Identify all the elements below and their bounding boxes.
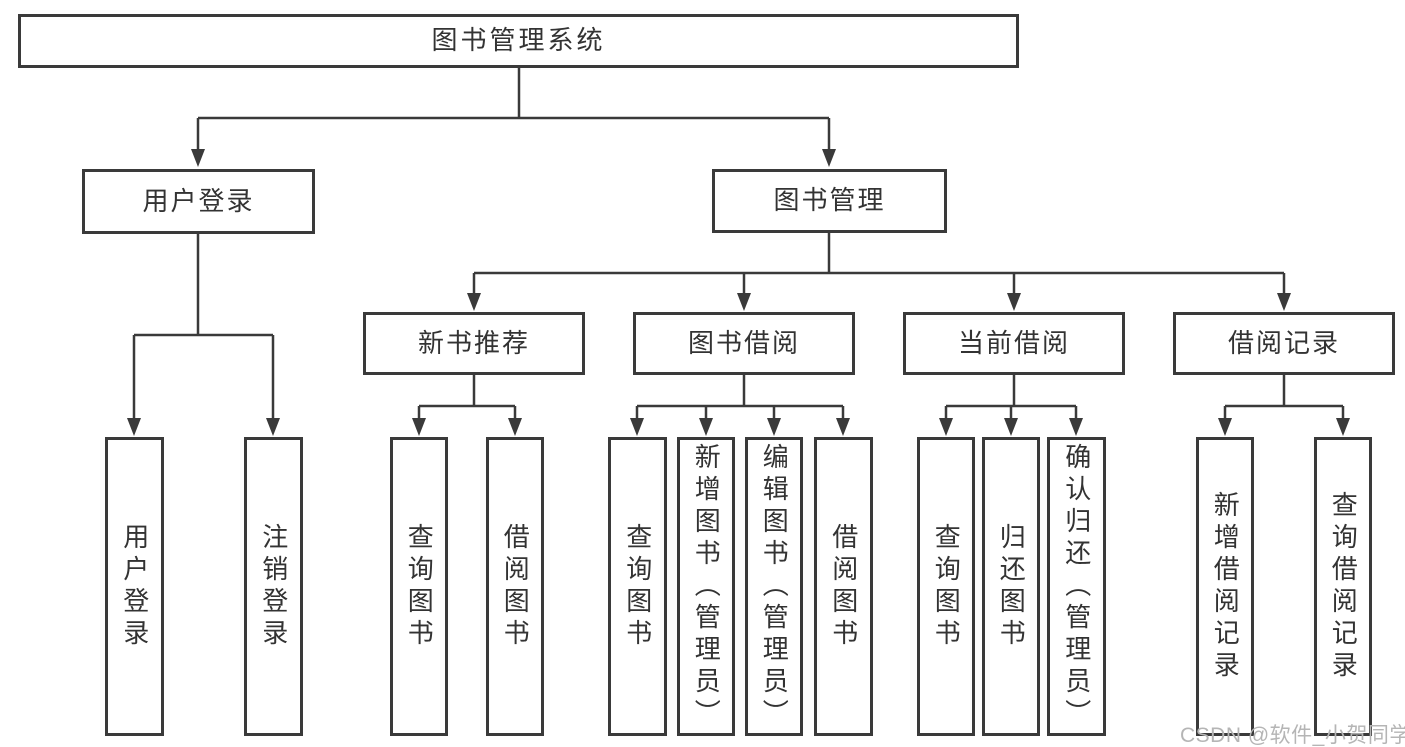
node-leaf-add-book-admin-label: 新增图书（管理员） — [691, 442, 722, 731]
node-book-management-label: 图书管理 — [773, 185, 886, 216]
node-leaf-confirm-return-admin: 确认归还（管理员） — [1047, 437, 1106, 736]
node-book-management: 图书管理 — [712, 169, 947, 233]
node-library-system-label: 图书管理系统 — [431, 25, 606, 56]
node-leaf-return-books: 归还图书 — [982, 437, 1040, 736]
watermark-text: CSDN @软件_小贺同学 — [1180, 724, 1405, 747]
node-leaf-add-borrow-record: 新增借阅记录 — [1196, 437, 1254, 736]
node-leaf-query-borrow-record: 查询借阅记录 — [1314, 437, 1372, 736]
node-leaf-query-books-current-label: 查询图书 — [931, 522, 962, 651]
node-current-borrowing-label: 当前借阅 — [957, 327, 1070, 358]
node-leaf-user-login: 用户登录 — [105, 437, 164, 736]
node-leaf-return-books-label: 归还图书 — [996, 522, 1027, 651]
node-leaf-query-books-recommend-label: 查询图书 — [404, 522, 435, 651]
node-leaf-borrow-books-recommend: 借阅图书 — [486, 437, 544, 736]
node-leaf-query-borrow-record-label: 查询借阅记录 — [1328, 490, 1359, 683]
node-book-borrowing-label: 图书借阅 — [687, 327, 800, 358]
node-leaf-query-books-current: 查询图书 — [917, 437, 975, 736]
node-leaf-add-book-admin: 新增图书（管理员） — [677, 437, 735, 736]
node-borrowing-records-label: 借阅记录 — [1227, 327, 1340, 358]
node-new-book-recommendation-label: 新书推荐 — [417, 327, 530, 358]
node-leaf-query-books-borrowing: 查询图书 — [608, 437, 667, 736]
node-leaf-query-books-borrowing-label: 查询图书 — [622, 522, 653, 651]
node-leaf-add-borrow-record-label: 新增借阅记录 — [1210, 490, 1241, 683]
node-leaf-edit-book-admin: 编辑图书（管理员） — [745, 437, 803, 736]
node-user-login: 用户登录 — [82, 169, 315, 234]
connector-lines — [132, 68, 1345, 419]
node-leaf-user-login-label: 用户登录 — [119, 522, 150, 651]
node-new-book-recommendation: 新书推荐 — [363, 312, 585, 375]
node-library-system: 图书管理系统 — [18, 14, 1019, 68]
node-leaf-edit-book-admin-label: 编辑图书（管理员） — [759, 442, 790, 731]
node-leaf-query-books-recommend: 查询图书 — [390, 437, 448, 736]
node-leaf-logout: 注销登录 — [244, 437, 303, 736]
node-borrowing-records: 借阅记录 — [1173, 312, 1395, 375]
node-leaf-borrow-books-borrowing: 借阅图书 — [814, 437, 873, 736]
node-current-borrowing: 当前借阅 — [903, 312, 1125, 375]
node-book-borrowing: 图书借阅 — [633, 312, 855, 375]
node-leaf-borrow-books-recommend-label: 借阅图书 — [500, 522, 531, 651]
node-user-login-label: 用户登录 — [142, 185, 255, 216]
node-leaf-confirm-return-admin-label: 确认归还（管理员） — [1061, 442, 1092, 731]
node-leaf-logout-label: 注销登录 — [258, 522, 289, 651]
node-leaf-borrow-books-borrowing-label: 借阅图书 — [828, 522, 859, 651]
